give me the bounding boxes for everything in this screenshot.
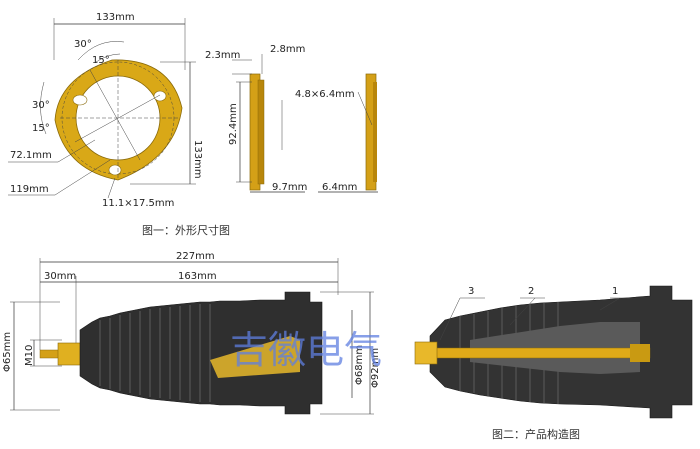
dim-d92: Φ92mm (370, 348, 381, 388)
dim-stud-length: 30mm (44, 271, 76, 282)
dim-slot: 11.1×17.5mm (102, 198, 174, 209)
callout-1: 1 (612, 286, 618, 297)
flange-side-view (249, 73, 265, 191)
dim-hole: 4.8×6.4mm (295, 89, 355, 100)
product-section-view (414, 285, 693, 419)
dim-height-right: 133mm (192, 140, 203, 179)
dim-bore: 92.4mm (228, 103, 239, 145)
dim-pcd: 72.1mm (10, 150, 52, 161)
dim-body-length: 163mm (178, 271, 217, 282)
dim-thickness-1: 2.3mm (205, 50, 240, 61)
dim-width-bottom-2: 6.4mm (322, 182, 357, 193)
dim-overall-length: 227mm (176, 251, 215, 262)
callout-2: 2 (528, 286, 534, 297)
flange-front-view (54, 59, 183, 181)
dim-angle-30-left: 30° (32, 100, 50, 111)
flange-section-view (365, 73, 377, 191)
product-exterior-view (39, 291, 323, 415)
dim-angle-30-top: 30° (74, 39, 92, 50)
dim-width-top: 133mm (96, 12, 135, 23)
dim-outer: 119mm (10, 184, 49, 195)
callout-3: 3 (468, 286, 474, 297)
figure2-caption: 图二：产品构造图 (492, 427, 580, 441)
dim-d65: Φ65mm (2, 332, 13, 372)
watermark: 吉徽电气 (230, 328, 382, 372)
dim-thickness-2: 2.8mm (270, 44, 305, 55)
dim-angle-15-left: 15° (32, 123, 50, 134)
dim-angle-15-top: 15° (92, 55, 110, 66)
figure1-caption: 图一：外形尺寸图 (142, 223, 230, 237)
dim-d68: Φ68mm (354, 345, 365, 385)
dim-m10: M10 (24, 345, 35, 366)
dim-width-bottom-1: 9.7mm (272, 182, 307, 193)
